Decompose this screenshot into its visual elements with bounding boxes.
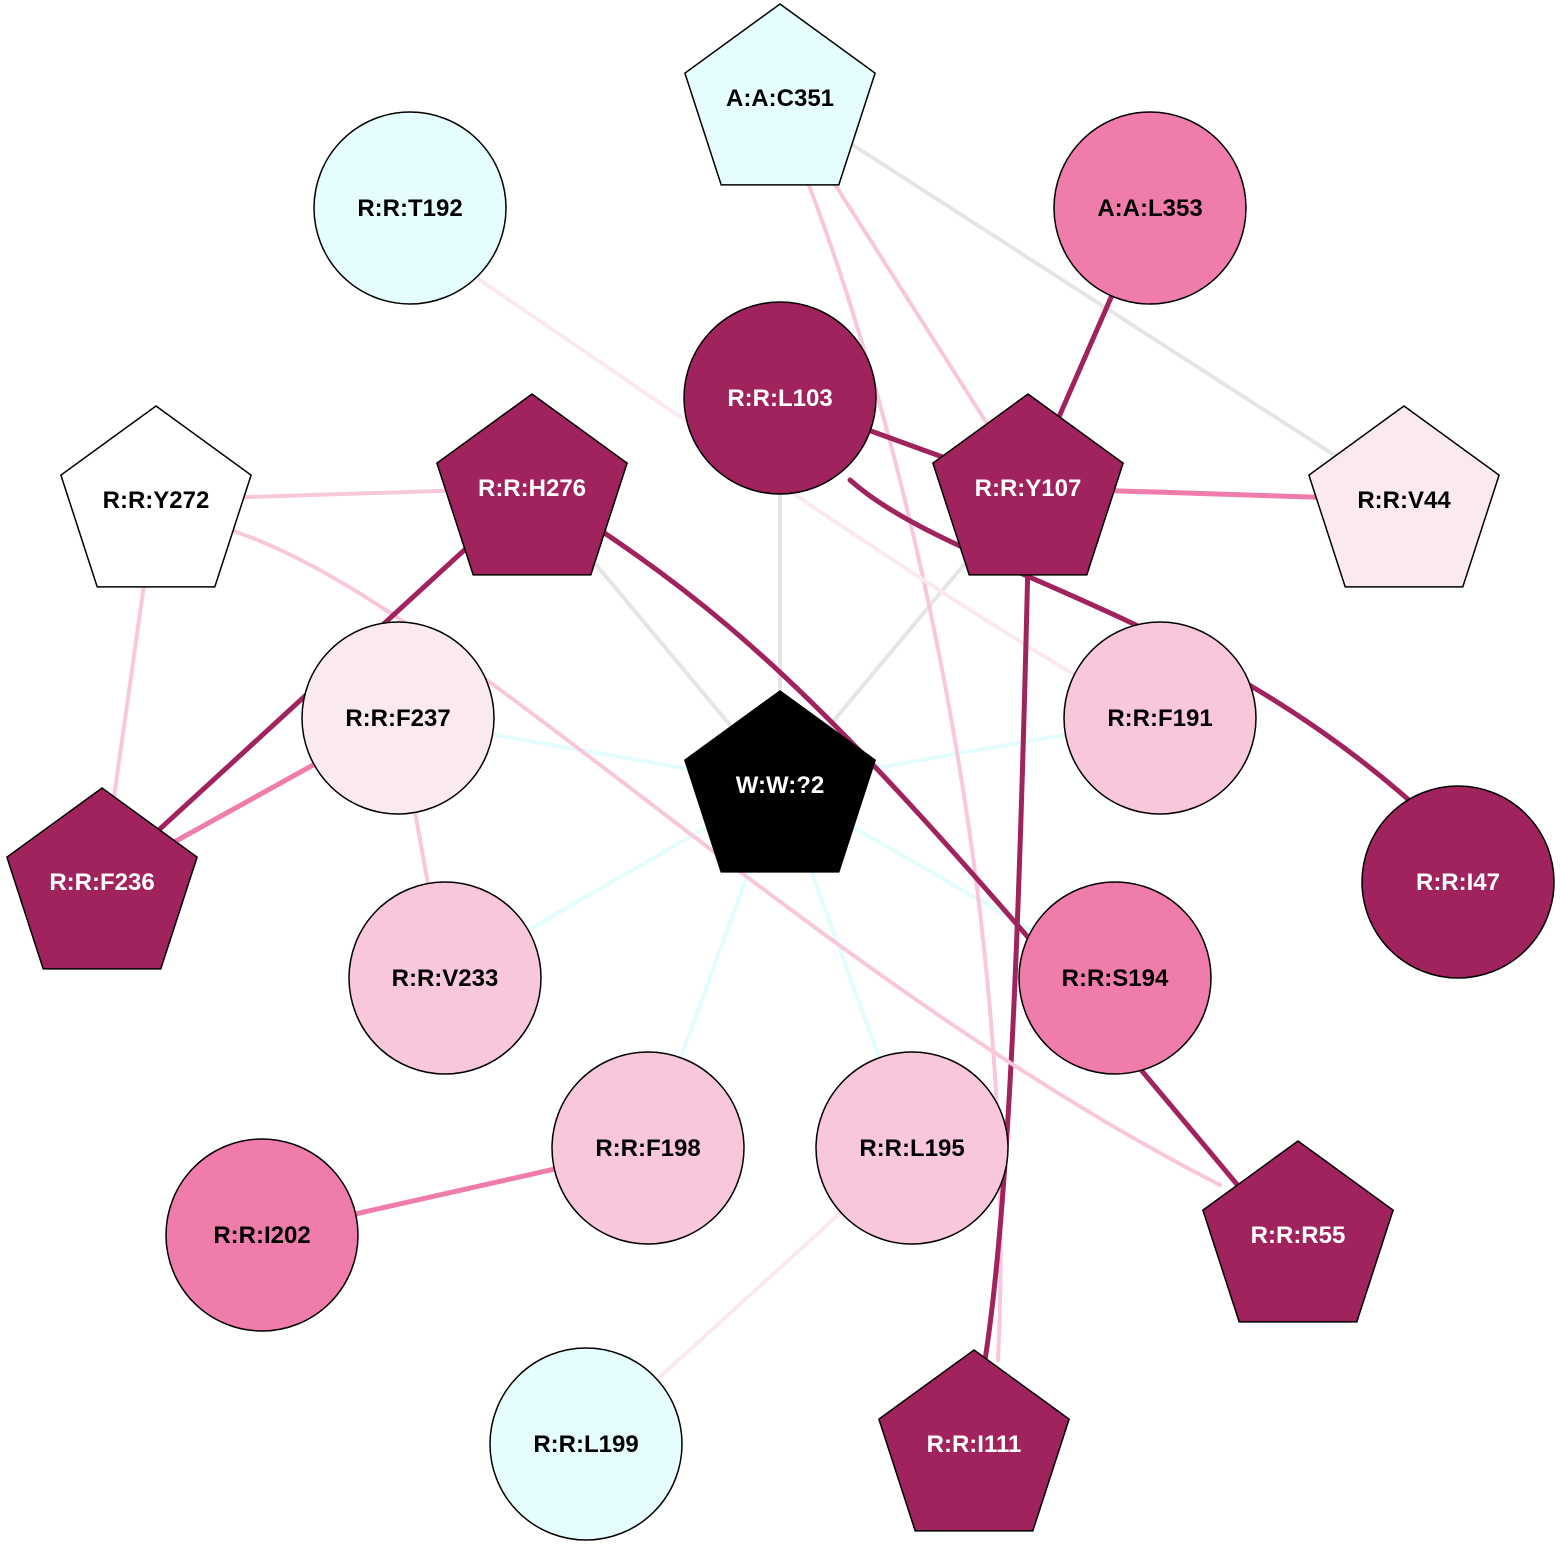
node-label: A:A:C351	[726, 85, 834, 112]
node-r-r-l195[interactable]: R:R:L195	[815, 1051, 1009, 1245]
node-label: R:R:V233	[392, 965, 499, 992]
node-pentagon-shape	[684, 690, 876, 873]
node-label: R:R:F198	[595, 1135, 700, 1162]
node-r-r-f191[interactable]: R:R:F191	[1063, 621, 1257, 815]
node-w-w-2[interactable]: W:W:?2	[684, 690, 876, 873]
node-circle-shape	[301, 621, 495, 815]
node-r-r-i111[interactable]: R:R:I111	[878, 1349, 1070, 1532]
node-r-r-r55[interactable]: R:R:R55	[1202, 1140, 1394, 1323]
node-pentagon-shape	[932, 393, 1124, 576]
node-circle-shape	[815, 1051, 1009, 1245]
node-r-r-l199[interactable]: R:R:L199	[489, 1347, 683, 1541]
node-r-r-i47[interactable]: R:R:I47	[1361, 785, 1555, 979]
node-r-r-y272[interactable]: R:R:Y272	[60, 405, 252, 588]
node-r-r-f237[interactable]: R:R:F237	[301, 621, 495, 815]
node-label: R:R:H276	[478, 475, 586, 502]
node-label: R:R:Y107	[975, 475, 1082, 502]
node-r-r-h276[interactable]: R:R:H276	[436, 393, 628, 576]
node-circle-shape	[1053, 111, 1247, 305]
node-label: R:R:R55	[1251, 1222, 1346, 1249]
node-r-r-v44[interactable]: R:R:V44	[1308, 405, 1500, 588]
node-label: R:R:I47	[1416, 869, 1500, 896]
node-label: R:R:S194	[1062, 965, 1169, 992]
node-r-r-t192[interactable]: R:R:T192	[313, 111, 507, 305]
node-pentagon-shape	[878, 1349, 1070, 1532]
node-label: R:R:Y272	[103, 487, 210, 514]
node-circle-shape	[551, 1051, 745, 1245]
node-circle-shape	[165, 1138, 359, 1332]
node-circle-shape	[1018, 881, 1212, 1075]
node-r-r-i202[interactable]: R:R:I202	[165, 1138, 359, 1332]
node-circle-shape	[348, 881, 542, 1075]
node-r-r-v233[interactable]: R:R:V233	[348, 881, 542, 1075]
node-r-r-s194[interactable]: R:R:S194	[1018, 881, 1212, 1075]
node-circle-shape	[489, 1347, 683, 1541]
node-label: R:R:I111	[927, 1431, 1022, 1458]
node-label: A:A:L353	[1097, 195, 1202, 222]
edge-r-r-l103-to-r-r-i47	[847, 477, 1423, 813]
node-label: W:W:?2	[736, 772, 824, 799]
node-label: R:R:T192	[357, 195, 462, 222]
node-pentagon-shape	[436, 393, 628, 576]
node-label: R:R:F236	[49, 869, 154, 896]
node-r-r-f236[interactable]: R:R:F236	[6, 787, 198, 970]
node-a-a-l353[interactable]: A:A:L353	[1053, 111, 1247, 305]
edge-r-r-t192-to-r-r-f191	[478, 278, 1077, 677]
node-pentagon-shape	[6, 787, 198, 970]
node-circle-shape	[1063, 621, 1257, 815]
edge-a-a-c351-to-r-r-v44	[778, 96, 1406, 502]
node-pentagon-shape	[1202, 1140, 1394, 1323]
nodes-layer: W:W:?2R:R:L103R:R:Y107R:R:F191R:R:S194R:…	[6, 3, 1555, 1541]
node-pentagon-shape	[684, 3, 876, 186]
node-label: R:R:L199	[533, 1431, 638, 1458]
node-r-r-l103[interactable]: R:R:L103	[683, 301, 877, 495]
node-r-r-f198[interactable]: R:R:F198	[551, 1051, 745, 1245]
node-label: R:R:I202	[213, 1222, 310, 1249]
node-label: R:R:V44	[1357, 487, 1451, 514]
node-circle-shape	[1361, 785, 1555, 979]
node-label: R:R:F191	[1107, 705, 1212, 732]
node-circle-shape	[313, 111, 507, 305]
node-a-a-c351[interactable]: A:A:C351	[684, 3, 876, 186]
node-circle-shape	[683, 301, 877, 495]
node-pentagon-shape	[60, 405, 252, 588]
edge-r-r-y107-to-r-r-i111	[982, 557, 1031, 1363]
node-pentagon-shape	[1308, 405, 1500, 588]
node-label: R:R:L103	[727, 385, 832, 412]
edge-r-r-y272-to-r-r-r55	[228, 528, 1222, 1187]
node-r-r-y107[interactable]: R:R:Y107	[932, 393, 1124, 576]
node-label: R:R:F237	[345, 705, 450, 732]
node-label: R:R:L195	[859, 1135, 964, 1162]
